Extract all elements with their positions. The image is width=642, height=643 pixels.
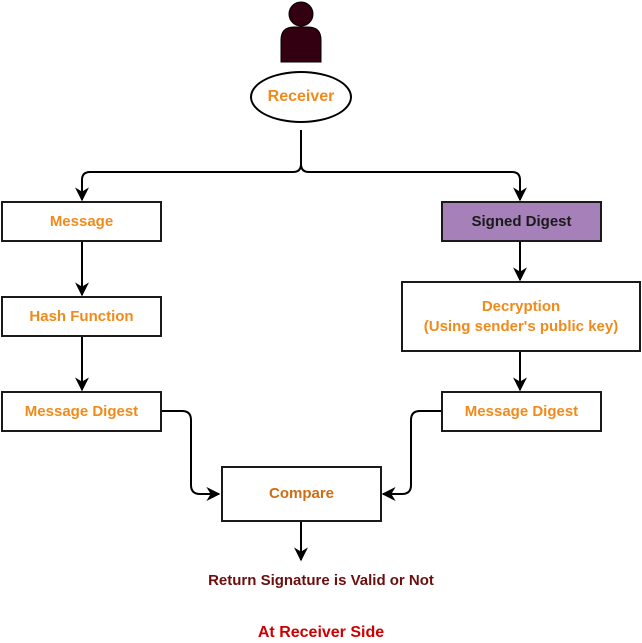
decryption-node: Decryption (Using sender's public key) (401, 281, 641, 352)
connector-receiver-right (300, 163, 527, 202)
hash-function-node: Hash Function (1, 296, 162, 337)
decryption-title: Decryption (481, 297, 561, 315)
connector-left-digest-compare (162, 410, 221, 501)
right-message-digest-node: Message Digest (441, 391, 602, 432)
connector-receiver-split (75, 130, 302, 202)
person-icon (280, 1, 322, 63)
compare-node: Compare (221, 466, 382, 522)
connector-right-digest-compare (381, 410, 441, 501)
caption-text: At Receiver Side (257, 624, 385, 641)
left-message-digest-node: Message Digest (1, 391, 162, 432)
signed-digest-node: Signed Digest (441, 201, 602, 242)
decryption-subtitle: (Using sender's public key) (423, 317, 619, 335)
message-node: Message (1, 201, 162, 242)
result-text: Return Signature is Valid or Not (208, 572, 434, 589)
receiver-node: Receiver (250, 71, 352, 123)
